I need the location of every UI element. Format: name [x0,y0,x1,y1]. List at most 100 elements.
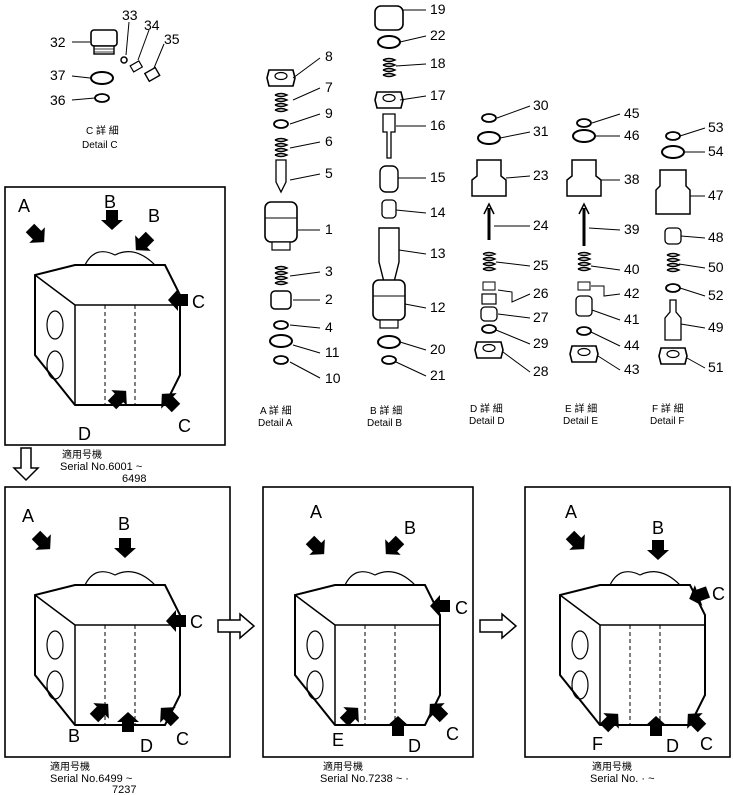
callout-44: 44 [624,337,640,353]
asm3-label-c1: C [455,598,468,618]
assembly-1 [4,186,226,446]
callout-23: 23 [533,167,549,183]
callout-2: 2 [325,291,333,307]
asm3-label-a: A [310,502,322,522]
callout-28: 28 [533,363,549,379]
detail-d-group [471,105,531,373]
serial-1-end: 6498 [122,473,146,485]
callout-47: 47 [708,187,724,203]
callout-40: 40 [624,261,640,277]
asm2-label-b2: B [68,726,80,746]
asm3-label-d: D [408,736,421,756]
asm2-label-d: D [140,736,153,756]
callout-45: 45 [624,105,640,121]
callout-17: 17 [430,87,446,103]
detail-captions: C 詳 細 Detail C A 詳 細 Detail A B 詳 細 Deta… [82,124,684,429]
callout-39: 39 [624,221,640,237]
asm2-label-b1: B [118,514,130,534]
callout-22: 22 [430,27,446,43]
callout-32: 32 [50,34,66,50]
callout-49: 49 [708,319,724,335]
callout-30: 30 [533,97,549,113]
callout-10: 10 [325,370,341,386]
detail-d-en: Detail D [469,416,505,427]
callout-25: 25 [533,257,549,273]
asm4-label-a: A [565,502,577,522]
detail-a-group [264,57,321,379]
callout-1: 1 [325,221,333,237]
detail-b-jp: B 詳 細 [370,404,402,417]
asm4-label-f: F [592,734,603,754]
callout-37: 37 [50,67,66,83]
callout-27: 27 [533,309,549,325]
callout-8: 8 [325,48,333,64]
callout-6: 6 [325,133,333,149]
asm3-label-e: E [332,730,344,750]
callout-35: 35 [164,31,180,47]
assembly-4 [524,486,731,758]
callout-48: 48 [708,229,724,245]
asm4-label-c2: C [700,734,713,754]
asm1-label-b1: B [104,192,116,212]
detail-b-en: Detail B [367,418,402,429]
callout-31: 31 [533,123,549,139]
callout-15: 15 [430,169,446,185]
callout-24: 24 [533,217,549,233]
callout-46: 46 [624,127,640,143]
callout-33: 33 [122,7,138,23]
callout-20: 20 [430,341,446,357]
callout-53: 53 [708,119,724,135]
asm2-label-c1: C [190,612,203,632]
detail-d-jp: D 詳 細 [470,402,503,415]
detail-a-en: Detail A [258,418,293,429]
callout-52: 52 [708,287,724,303]
asm3-label-b: B [404,518,416,538]
detail-c-jp: C 詳 細 [86,124,119,137]
callout-11: 11 [325,344,340,360]
serial-2-end: 7237 [112,784,136,795]
detail-a-jp: A 詳 細 [260,404,292,417]
asm4-label-c1: C [712,584,725,604]
callout-54: 54 [708,143,724,159]
callout-3: 3 [325,263,333,279]
down-hollow-arrow [12,447,40,482]
callout-numbers: 32 33 34 35 37 36 8 7 9 6 5 1 3 2 4 11 1… [50,1,724,386]
callout-38: 38 [624,171,640,187]
callout-41: 41 [624,311,640,327]
serial-2: Serial No.6499 ~ [50,773,132,785]
detail-e-jp: E 詳 細 [565,402,597,415]
right-hollow-arrow-2 [479,613,517,639]
callout-36: 36 [50,92,66,108]
asm1-label-c2: C [178,416,191,436]
detail-c-en: Detail C [82,140,118,151]
serial-1: Serial No.6001 ~ [60,461,142,473]
serial-1-jp: 適用号機 [62,448,102,461]
detail-c-group [71,21,165,103]
serial-4: Serial No. · ~ [590,773,655,785]
callout-7: 7 [325,79,333,95]
right-hollow-arrow-1 [217,613,255,639]
callout-16: 16 [430,117,446,133]
serial-3-jp: 適用号機 [323,760,363,773]
detail-b-group [372,5,427,377]
callout-9: 9 [325,105,333,121]
asm1-label-a: A [18,196,30,216]
asm4-label-b: B [652,518,664,538]
detail-f-group [655,127,706,369]
callout-42: 42 [624,285,640,301]
callout-18: 18 [430,55,446,71]
callout-4: 4 [325,319,333,335]
asm1-label-d: D [78,424,91,444]
serial-captions: 適用号機 Serial No.6001 ~ 6498 適用号機 Serial N… [50,448,655,795]
asm1-label-b2: B [148,206,160,226]
callout-5: 5 [325,165,333,181]
detail-f-jp: F 詳 細 [652,402,684,415]
asm1-label-c1: C [192,292,205,312]
detail-e-group [566,113,621,371]
assembly-labels: A B B C D C A B C B D C A B C E D C A B … [18,192,725,756]
callout-43: 43 [624,361,640,377]
callout-21: 21 [430,367,446,383]
callout-13: 13 [430,245,446,261]
assembly-3 [262,486,474,758]
